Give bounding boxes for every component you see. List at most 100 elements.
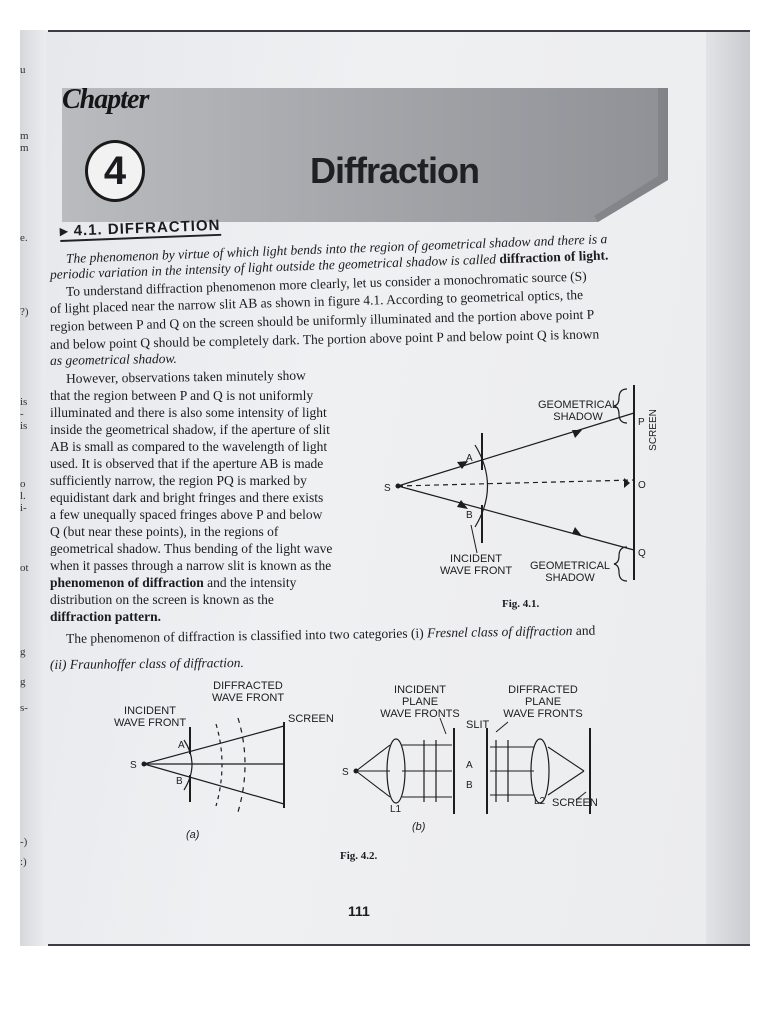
- left-page-edge: u m m e. ?) is - is o l. i- ot g g s- -)…: [20, 30, 48, 946]
- geometrical-shadow-top-1: GEOMETRICAL: [538, 399, 618, 411]
- incident-wave-front-1: INCIDENT: [450, 553, 502, 565]
- left-fragment: g: [20, 676, 26, 688]
- left-fragment: m: [20, 130, 29, 142]
- b-l1: L1: [390, 804, 402, 815]
- figure-4-1: GEOMETRICAL SHADOW SCREEN P O Q S A B IN…: [384, 385, 659, 584]
- source-point: [395, 483, 401, 489]
- body-line: illuminated and there is also some inten…: [50, 405, 327, 420]
- a-label: (a): [186, 829, 200, 841]
- shadow-brace-top: [613, 388, 628, 424]
- incident-wave-front: [474, 444, 489, 528]
- screen-label: SCREEN: [648, 409, 659, 451]
- chapter-label: Chapter: [62, 84, 149, 115]
- left-fragment: -): [20, 836, 28, 848]
- point-o-label: O: [638, 480, 646, 491]
- b-incident-2: PLANE: [402, 696, 438, 708]
- arrow-head: [457, 500, 468, 509]
- ray-a: [143, 763, 285, 805]
- a-a: A: [178, 740, 185, 751]
- left-fragment: ?): [20, 306, 29, 318]
- body-line: distribution on the screen is known as t…: [50, 592, 274, 607]
- body-line: when it passes through a narrow slit is …: [50, 558, 332, 573]
- arrow-head: [624, 478, 630, 488]
- left-fragment: o: [20, 478, 26, 490]
- incident-wave-front-a: [183, 739, 193, 791]
- b-a: A: [466, 760, 473, 771]
- ray-a: [143, 725, 285, 765]
- b-incident-1: INCIDENT: [394, 684, 446, 696]
- b-diffracted-2: PLANE: [525, 696, 561, 708]
- body-line: used. It is observed that if the apertur…: [50, 456, 324, 471]
- diffracted-front-a: [215, 723, 223, 807]
- body-line: phenomenon of diffraction and the intens…: [50, 575, 297, 590]
- left-fragment: l.: [20, 490, 26, 502]
- body-line: geometrical shadow. Thus bending of the …: [50, 541, 333, 556]
- source-point-a: [141, 761, 147, 767]
- a-incident-2: WAVE FRONT: [114, 717, 186, 729]
- left-fragment: s-: [20, 702, 28, 714]
- arrow-head: [572, 527, 582, 536]
- a-incident-1: INCIDENT: [124, 705, 176, 717]
- right-page-edge: [706, 32, 750, 944]
- body-line: that the region between P and Q is not u…: [50, 388, 314, 403]
- body-line: a few unequally spaced fringes above P a…: [50, 507, 323, 522]
- left-fragment: m: [20, 142, 29, 154]
- body-line: (ii) Fraunhoffer class of diffraction.: [49, 654, 244, 672]
- lens-l2: [530, 738, 550, 804]
- ray-to-p: [397, 412, 635, 487]
- a-diffracted-1: DIFFRACTED: [213, 680, 283, 692]
- leader-line: [470, 524, 478, 554]
- b-slit: SLIT: [466, 719, 490, 731]
- incident-wave-front-2: WAVE FRONT: [440, 565, 512, 577]
- shadow-brace-bottom: [613, 546, 628, 582]
- left-fragment: is: [20, 420, 28, 432]
- page-number: 111: [348, 903, 370, 919]
- body-line: sufficiently narrow, the region PQ is ma…: [50, 473, 307, 488]
- body-line: inside the geometrical shadow, if the ap…: [50, 422, 330, 437]
- slit-b-label: B: [466, 510, 473, 521]
- body-line: AB is small as compared to the wavelengt…: [50, 439, 328, 454]
- point-q-label: Q: [638, 548, 646, 559]
- b-diffracted-3: WAVE FRONTS: [503, 708, 582, 720]
- figure-4-2-caption: Fig. 4.2.: [340, 850, 378, 862]
- b-incident-3: WAVE FRONTS: [380, 708, 459, 720]
- b-b: B: [466, 780, 473, 791]
- a-s: S: [130, 760, 137, 771]
- b-diffracted-1: DIFFRACTED: [508, 684, 578, 696]
- point-p-label: P: [638, 417, 645, 428]
- a-diffracted-2: WAVE FRONT: [212, 692, 284, 704]
- left-fragment: i-: [20, 502, 27, 514]
- geometrical-shadow-bottom-1: GEOMETRICAL: [530, 560, 610, 572]
- chapter-number: 4: [85, 140, 145, 202]
- section-heading-text: 4.1. DIFFRACTION: [73, 216, 221, 240]
- b-l2: L2: [534, 796, 546, 807]
- left-fragment: -: [20, 408, 24, 420]
- body-line: diffraction pattern.: [50, 609, 161, 624]
- body-line: as geometrical shadow.: [49, 350, 177, 368]
- left-fragment: g: [20, 646, 26, 658]
- left-fragment: ot: [20, 562, 29, 574]
- body-line: However, observations taken minutely sho…: [65, 367, 306, 386]
- b-screen: SCREEN: [552, 797, 598, 809]
- figure-4-2: DIFFRACTED WAVE FRONT INCIDENT WAVE FRON…: [114, 680, 598, 841]
- chapter-title: Diffraction: [310, 150, 480, 191]
- left-fragment: e.: [20, 232, 28, 244]
- b-label: (b): [412, 821, 426, 833]
- arrow-head: [572, 430, 582, 438]
- b-s: S: [342, 767, 349, 778]
- a-b: B: [176, 776, 183, 787]
- source-s-label: S: [384, 483, 391, 494]
- axis-line: [397, 479, 635, 487]
- body-line: equidistant dark and bright fringes and …: [50, 490, 324, 505]
- left-fragment: :): [20, 856, 27, 868]
- a-screen: SCREEN: [288, 713, 334, 725]
- left-fragment: u: [20, 64, 26, 76]
- ray-to-q: [397, 485, 635, 551]
- left-fragment: is: [20, 396, 28, 408]
- slit-a-label: A: [466, 453, 473, 464]
- chapter-banner: [62, 88, 668, 222]
- body-line: Q (but near these points), in the region…: [50, 524, 279, 539]
- geometrical-shadow-top-2: SHADOW: [553, 411, 603, 423]
- figure-4-1-caption: Fig. 4.1.: [502, 598, 540, 610]
- arrow-head: [457, 461, 468, 469]
